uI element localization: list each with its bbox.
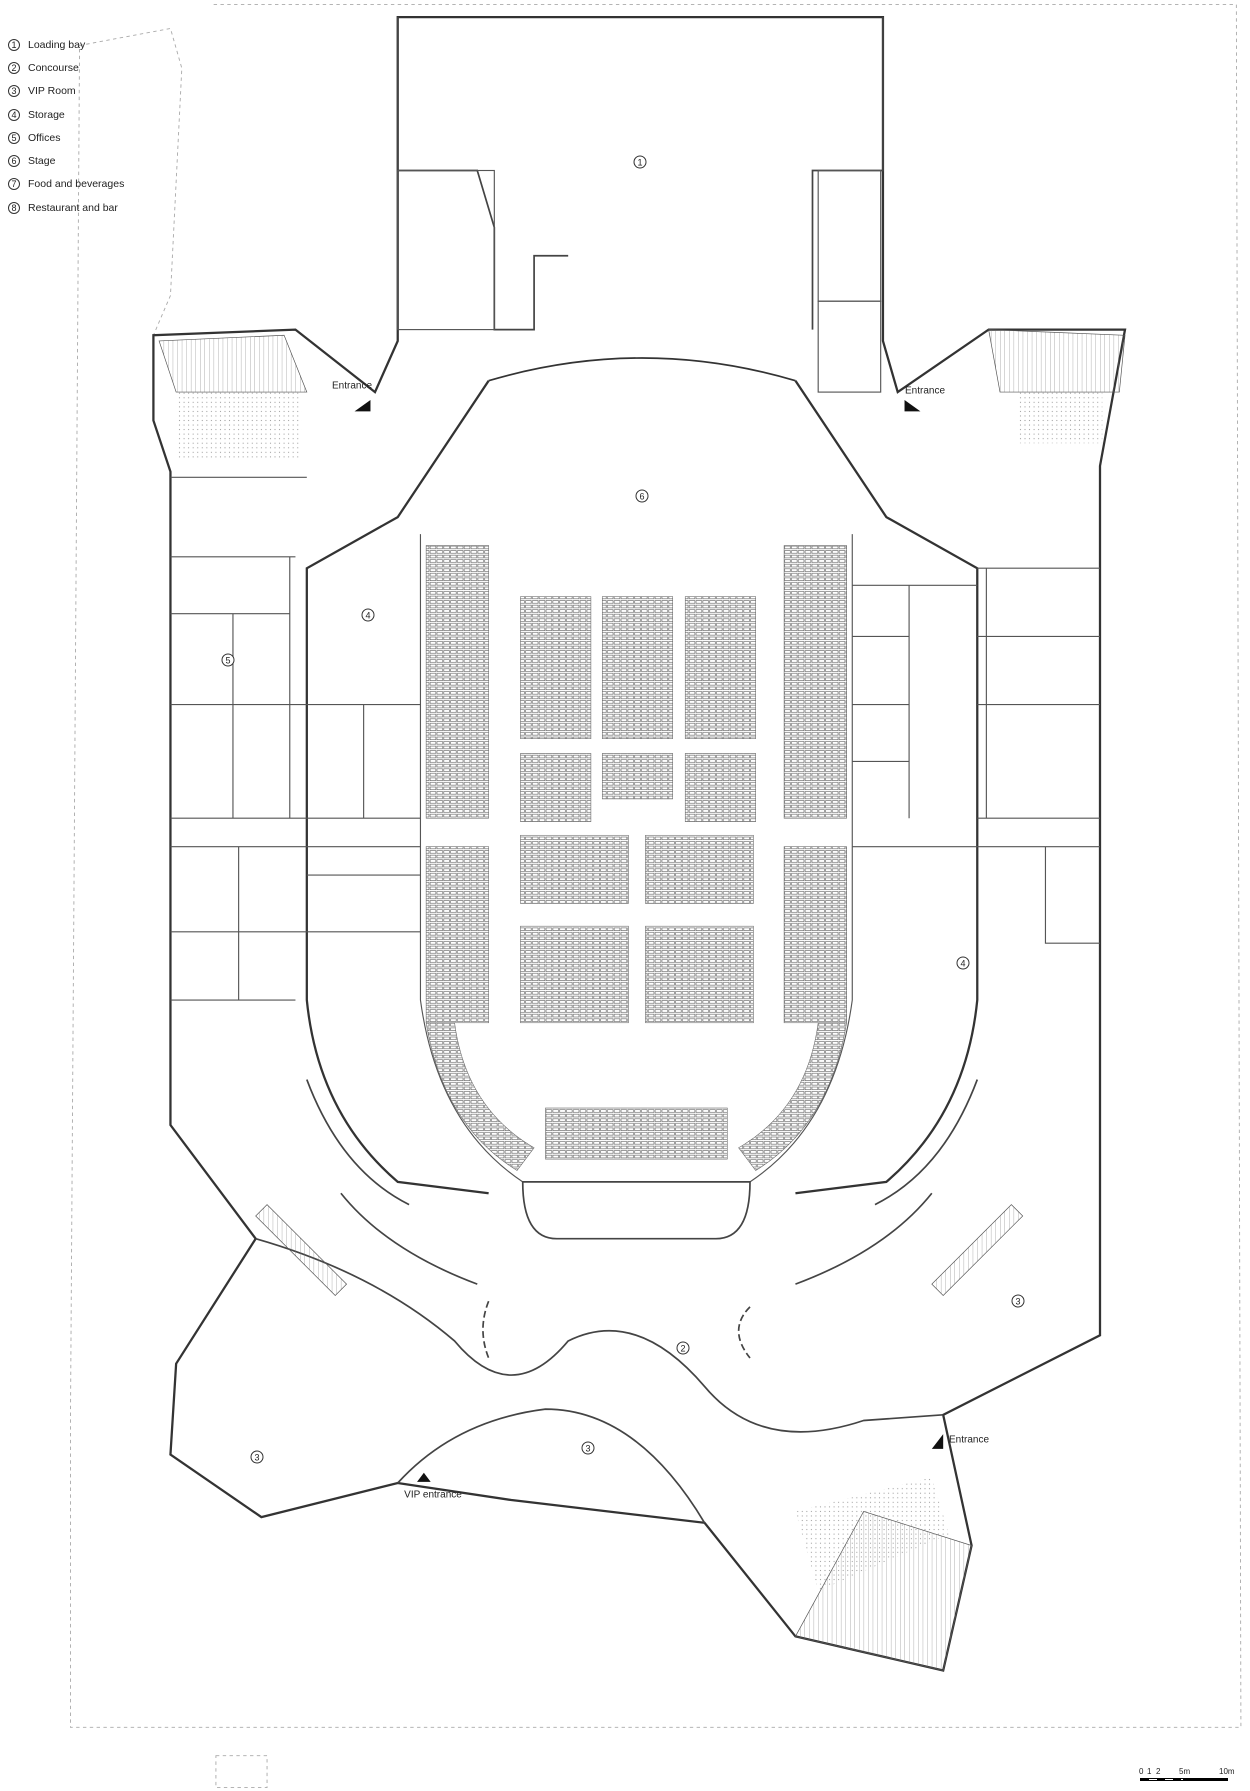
room-stage: 6 <box>635 489 649 503</box>
room-loading-bay: 1 <box>633 155 647 169</box>
scale-tick: 2 <box>1156 1767 1161 1776</box>
vip-entrance-label: VIP entrance <box>404 1489 462 1501</box>
legend-number: 2 <box>8 61 20 74</box>
legend-label: Loading bay <box>28 38 86 51</box>
scale-tick: 0 <box>1139 1767 1144 1776</box>
legend-item-food: 7 Food and beverages <box>8 173 124 196</box>
legend-label: Stage <box>28 155 56 168</box>
legend-item-storage: 4 Storage <box>8 103 124 126</box>
legend-number: 3 <box>8 85 20 98</box>
legend-item-vip-room: 3 VIP Room <box>8 80 124 103</box>
room-storage-west: 4 <box>361 608 375 622</box>
seating <box>425 545 847 1171</box>
scale-tick: 5m <box>1179 1767 1191 1776</box>
scale-bar: 0 1 2 5m 10m <box>1139 1767 1235 1787</box>
legend-label: Storage <box>28 108 65 121</box>
legend-label: VIP Room <box>28 85 76 98</box>
legend-label: Food and beverages <box>28 178 125 191</box>
room-offices: 5 <box>221 653 235 667</box>
room-vip-east: 3 <box>1011 1294 1025 1308</box>
building-outline <box>152 15 1127 1672</box>
legend-number: 4 <box>8 108 20 121</box>
stage-edge <box>488 357 796 382</box>
entrance-label-ne: Entrance <box>904 385 946 397</box>
legend-number: 6 <box>8 155 20 168</box>
legend-item-stage: 6 Stage <box>8 149 124 172</box>
legend-item-offices: 5 Offices <box>8 126 124 149</box>
legend-label: Concourse <box>28 61 79 74</box>
room-storage-east: 4 <box>956 956 970 970</box>
entrance-label-nw: Entrance <box>331 380 373 392</box>
legend-item-restaurant: 8 Restaurant and bar <box>8 196 124 219</box>
legend-number: 8 <box>8 201 20 214</box>
legend-label: Offices <box>28 131 61 144</box>
legend-label: Restaurant and bar <box>28 201 118 214</box>
legend-number: 1 <box>8 38 20 51</box>
legend: 1 Loading bay 2 Concourse 3 VIP Room 4 Stora… <box>8 33 124 219</box>
room-vip-west: 3 <box>250 1450 264 1464</box>
site-boundary <box>70 4 1242 1728</box>
legend-item-loading-bay: 1 Loading bay <box>8 33 124 56</box>
room-vip-south: 3 <box>581 1441 595 1455</box>
legend-number: 7 <box>8 178 20 191</box>
legend-item-concourse: 2 Concourse <box>8 56 124 79</box>
legend-number: 5 <box>8 131 20 144</box>
entrance-label-se: Entrance <box>948 1434 990 1446</box>
room-concourse: 2 <box>676 1341 690 1355</box>
scale-tick: 1 <box>1147 1767 1152 1776</box>
bowl-wall <box>305 380 979 1195</box>
scale-tick: 10m <box>1219 1767 1235 1776</box>
